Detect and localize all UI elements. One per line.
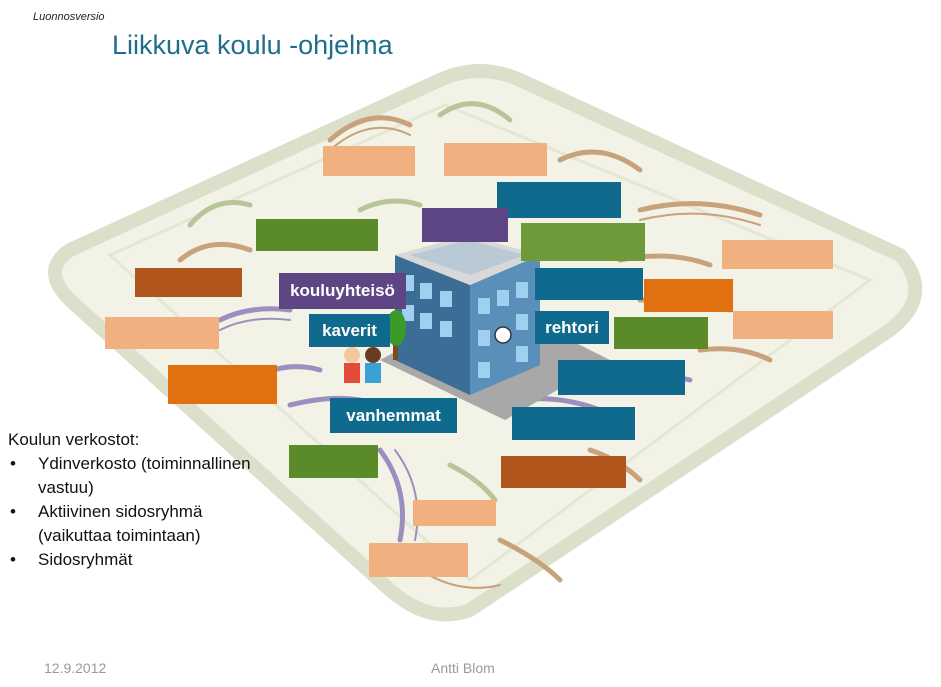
network-box bbox=[135, 268, 242, 297]
network-box bbox=[413, 500, 496, 526]
network-box bbox=[444, 143, 547, 176]
legend-heading: Koulun verkostot: bbox=[8, 430, 140, 449]
network-box bbox=[644, 279, 733, 312]
network-box bbox=[558, 360, 685, 395]
school-building-icon bbox=[380, 235, 610, 420]
draft-label: Luonnosversio bbox=[33, 11, 105, 23]
legend: Koulun verkostot: Ydinverkosto (toiminna… bbox=[8, 428, 278, 572]
core-box-principal: rehtori bbox=[535, 311, 609, 344]
legend-item: Ydinverkosto (toiminnallinen vastuu) bbox=[8, 452, 278, 500]
network-box bbox=[497, 182, 621, 218]
children-icon bbox=[344, 347, 381, 383]
network-box bbox=[521, 223, 645, 261]
footer-date: 12.9.2012 bbox=[44, 660, 107, 676]
network-box bbox=[722, 240, 833, 269]
legend-item: Sidosryhmät bbox=[8, 548, 278, 572]
network-box bbox=[614, 317, 708, 349]
network-box bbox=[256, 219, 378, 251]
network-box bbox=[105, 317, 219, 349]
network-box bbox=[289, 445, 378, 478]
page-title: Liikkuva koulu -ohjelma bbox=[112, 30, 393, 60]
footer-author: Antti Blom bbox=[431, 660, 495, 676]
core-box-friends: kaverit bbox=[309, 314, 390, 347]
network-box bbox=[535, 268, 643, 300]
network-box bbox=[369, 543, 468, 577]
network-box bbox=[512, 407, 635, 440]
network-box bbox=[323, 146, 415, 176]
network-box bbox=[422, 208, 508, 242]
core-box-community: kouluyhteisö bbox=[279, 273, 406, 309]
network-box bbox=[168, 365, 277, 404]
network-box bbox=[501, 456, 626, 488]
legend-item: Aktiivinen sidosryhmä (vaikuttaa toimint… bbox=[8, 500, 268, 548]
core-box-parents: vanhemmat bbox=[330, 398, 457, 433]
network-box bbox=[733, 311, 833, 339]
